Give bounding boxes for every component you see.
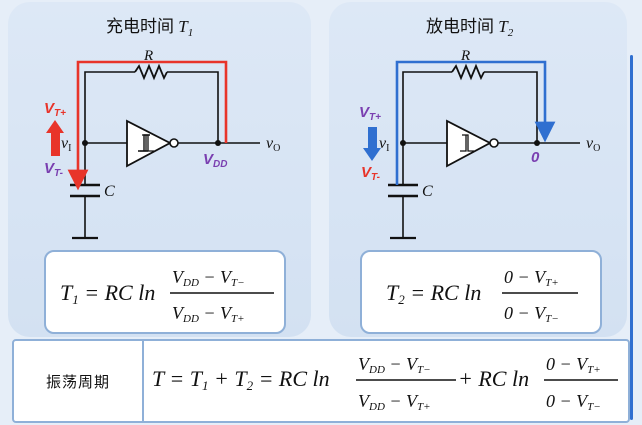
left-resistor	[134, 63, 168, 81]
svg-text:+ RC ln: + RC ln	[458, 366, 529, 391]
left-formula-box: T1 = RC ln VDD − VT− VDD − VT+	[44, 250, 286, 334]
right-vin-label: vI	[379, 135, 389, 154]
right-resistor-label: R	[460, 48, 470, 64]
right-title: 放电时间 T2	[426, 17, 514, 39]
svg-text:T2 = RC ln: T2 = RC ln	[386, 280, 481, 307]
left-vdd-label: VDD	[203, 151, 227, 170]
svg-text:0 − VT−: 0 − VT−	[504, 303, 559, 325]
right-circuit: 放电时间 T2 R vO C vI 0 VT+ VT-	[359, 17, 600, 240]
right-fall-arrow-icon	[363, 148, 381, 161]
svg-text:VDD − VT−: VDD − VT−	[172, 267, 245, 289]
svg-text:0 − VT+: 0 − VT+	[504, 267, 559, 289]
left-inverter-bubble	[169, 138, 179, 148]
left-vtp-label: VT+	[44, 100, 66, 119]
left-resistor-label: R	[143, 48, 153, 64]
svg-text:VDD − VT+: VDD − VT+	[358, 391, 431, 413]
left-rise-arrow-icon	[46, 120, 64, 133]
svg-text:VDD − VT+: VDD − VT+	[172, 303, 245, 325]
right-vout-label: vO	[586, 135, 600, 154]
left-title: 充电时间 T1	[106, 17, 193, 39]
left-charge-path	[67, 60, 228, 191]
oscillation-period-formula: T = T1 + T2 = RC ln VDD − VT− VDD − VT+ …	[152, 354, 618, 413]
left-vout-label: vO	[266, 135, 280, 154]
right-vtp-label: VT+	[359, 104, 381, 123]
right-fall-arrow-body	[368, 127, 377, 149]
svg-text:T = T1 + T2 = RC ln: T = T1 + T2 = RC ln	[152, 366, 330, 393]
right-cap-label: C	[422, 183, 433, 200]
oscillation-period-box: 振荡周期 T = T1 + T2 = RC ln VDD − VT− VDD −…	[12, 339, 630, 423]
left-formula: T1 = RC ln VDD − VT− VDD − VT+	[60, 267, 274, 325]
right-vtm-label: VT-	[361, 164, 381, 183]
right-resistor	[451, 63, 485, 81]
left-output-node	[215, 140, 221, 146]
left-vin-label: vI	[61, 135, 71, 154]
left-cap-label: C	[104, 183, 115, 200]
svg-text:0 − VT+: 0 − VT+	[546, 354, 601, 376]
svg-text:0 − VT−: 0 − VT−	[546, 391, 601, 413]
svg-text:T1 = RC ln: T1 = RC ln	[60, 280, 155, 307]
oscillation-period-label: 振荡周期	[14, 341, 144, 421]
right-formula-box: T2 = RC ln 0 − VT+ 0 − VT−	[360, 250, 602, 334]
right-formula: T2 = RC ln 0 − VT+ 0 − VT−	[386, 267, 578, 325]
right-discharge-path	[395, 60, 556, 185]
svg-text:VDD − VT−: VDD − VT−	[358, 354, 431, 376]
right-hysteresis-symbol	[460, 134, 474, 152]
left-rise-arrow-body	[51, 132, 60, 156]
right-edge-line	[630, 55, 633, 420]
left-vtm-label: VT-	[44, 160, 64, 179]
right-zero-label: 0	[531, 149, 540, 166]
left-feedback-wire-b	[167, 71, 219, 143]
left-feedback-wire-a	[84, 71, 135, 143]
left-circuit: 充电时间 T1 R vO C vI VDD VT+ V	[44, 17, 280, 240]
